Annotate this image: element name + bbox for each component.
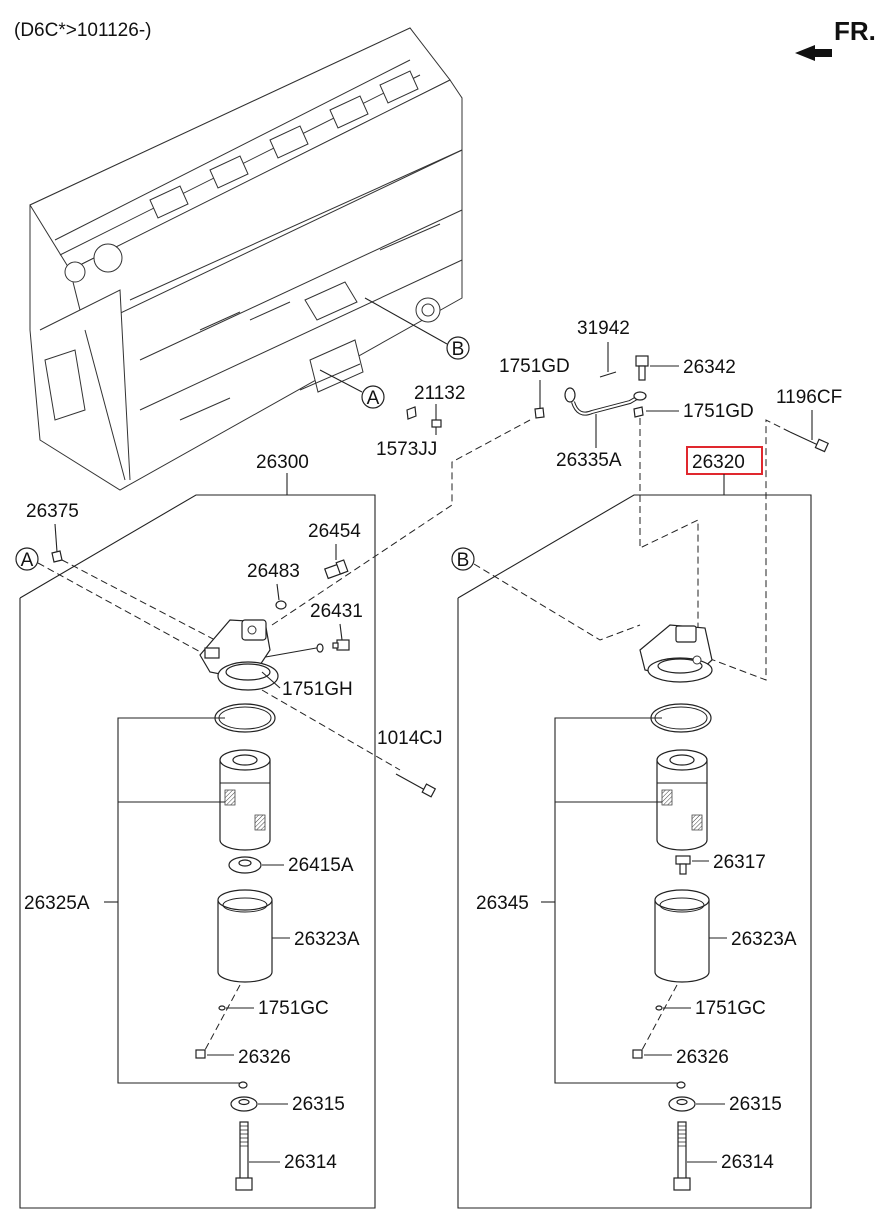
part-label-26483[interactable]: 26483	[247, 561, 300, 582]
part-label-26415a[interactable]: 26415A	[288, 855, 354, 876]
part-label-26431[interactable]: 26431	[310, 601, 363, 622]
part-label-26314-left[interactable]: 26314	[284, 1152, 337, 1173]
part-label-26345[interactable]: 26345	[476, 893, 529, 914]
part-label-26326-right[interactable]: 26326	[676, 1047, 729, 1068]
part-label-26325a[interactable]: 26325A	[24, 893, 90, 914]
part-label-1014cj[interactable]: 1014CJ	[377, 728, 443, 749]
part-label-26375[interactable]: 26375	[26, 501, 79, 522]
drain-plug-26326-left-icon	[195, 1049, 206, 1059]
part-label-1751gd-a[interactable]: 1751GD	[499, 356, 570, 377]
part-label-26320[interactable]: 26320	[692, 452, 745, 473]
bolt-21132-icon	[431, 404, 442, 435]
part-label-1196cf[interactable]: 1196CF	[776, 387, 842, 408]
part-label-21132[interactable]: 21132	[414, 383, 465, 404]
part-label-26317[interactable]: 26317	[713, 852, 766, 873]
seal-26415a-icon	[228, 856, 262, 874]
svg-text:A: A	[21, 550, 34, 571]
bolt-31942-icon	[599, 371, 617, 378]
engine-block-illustration	[29, 27, 463, 491]
bolt-1014cj-icon	[395, 773, 437, 798]
banjo-bolt-26342-icon	[635, 355, 649, 381]
center-bolt-26314-right-icon	[673, 1121, 691, 1191]
part-label-1573jj[interactable]: 1573JJ	[376, 439, 437, 460]
part-label-26315-right[interactable]: 26315	[729, 1094, 782, 1115]
part-label-26323a-left[interactable]: 26323A	[294, 929, 360, 950]
washer-26315-right-icon	[668, 1096, 696, 1112]
left-filter-assembly-frame	[19, 473, 376, 1209]
washer-1751gd-b-icon	[633, 406, 644, 418]
filter-head-right-icon	[639, 624, 713, 683]
model-code-label: (D6C*>101126-)	[14, 20, 151, 41]
filter-case-right-icon	[654, 889, 710, 983]
fitting-26454-icon	[324, 559, 349, 580]
front-direction-arrow-icon	[795, 45, 832, 61]
part-label-26326-left[interactable]: 26326	[238, 1047, 291, 1068]
filter-head-left-icon	[199, 619, 279, 691]
callout-b-engine: B	[364, 297, 470, 360]
washer-1573jj-icon	[406, 406, 417, 420]
part-label-26454[interactable]: 26454	[308, 521, 361, 542]
bolt-1196cf-icon	[789, 431, 829, 453]
plug-26375-icon	[51, 550, 63, 563]
front-direction-label: FR.	[834, 16, 876, 46]
part-label-26315-left[interactable]: 26315	[292, 1094, 345, 1115]
part-label-26335a[interactable]: 26335A	[556, 450, 622, 471]
part-label-1751gc-left[interactable]: 1751GC	[258, 998, 329, 1019]
plug-26431-icon	[332, 639, 350, 651]
part-label-1751gd-b[interactable]: 1751GD	[683, 401, 754, 422]
filter-element-left-icon	[219, 749, 271, 851]
plug-26317-icon	[675, 855, 691, 875]
callout-a-left: A	[15, 547, 216, 661]
bracket-26325a	[104, 717, 240, 1084]
oring-26483-icon	[275, 600, 287, 610]
washer-1751gd-a-icon	[534, 407, 545, 419]
part-label-1751gh[interactable]: 1751GH	[282, 679, 353, 700]
part-label-26342[interactable]: 26342	[683, 357, 736, 378]
svg-text:B: B	[457, 550, 470, 571]
bracket-26345	[541, 717, 678, 1084]
part-label-26314-right[interactable]: 26314	[721, 1152, 774, 1173]
right-filter-assembly-frame	[457, 474, 812, 1209]
center-bolt-26314-left-icon	[235, 1121, 253, 1191]
callout-b-right: B	[451, 547, 641, 641]
callout-a-engine: A	[319, 369, 385, 409]
part-label-1751gc-right[interactable]: 1751GC	[695, 998, 766, 1019]
drain-plug-26326-right-icon	[632, 1049, 643, 1059]
part-label-31942[interactable]: 31942	[577, 318, 630, 339]
washer-26315-left-icon	[230, 1096, 258, 1112]
svg-text:A: A	[367, 388, 380, 409]
oil-pipe-26335a-icon	[564, 387, 647, 416]
part-label-26323a-right[interactable]: 26323A	[731, 929, 797, 950]
filter-element-right-icon	[656, 749, 708, 851]
filter-case-left-icon	[217, 889, 273, 983]
part-label-26300[interactable]: 26300	[256, 452, 309, 473]
svg-text:B: B	[452, 339, 465, 360]
